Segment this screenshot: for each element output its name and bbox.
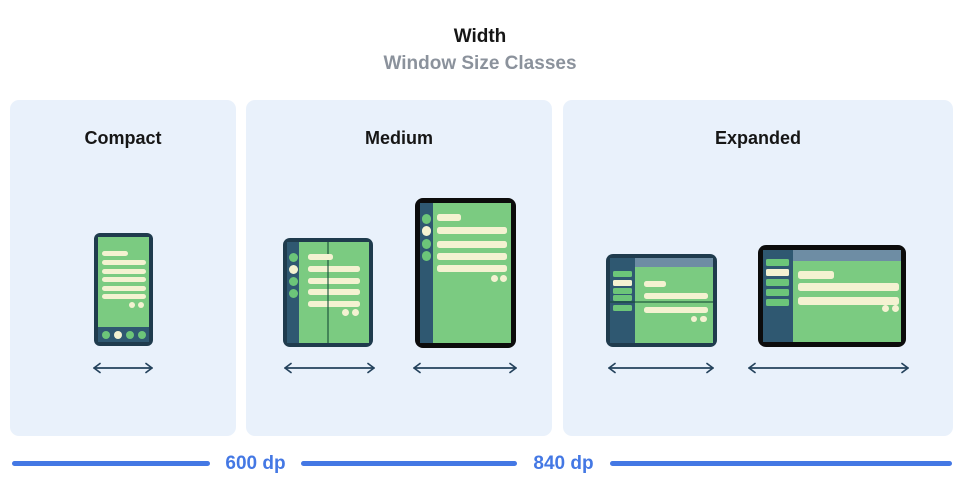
drawer-item-active [766, 269, 789, 276]
content-line [308, 277, 360, 284]
content-line [102, 294, 146, 299]
content-line [798, 297, 899, 305]
content-dot [700, 315, 707, 322]
rail-dot [421, 239, 432, 249]
content-line [308, 301, 360, 307]
drawer-item [613, 271, 632, 277]
content-line [437, 241, 507, 248]
rail-dot-active [421, 226, 432, 236]
diagram-title: Width [453, 26, 507, 47]
content-line [644, 293, 708, 299]
content-title-line [798, 271, 834, 279]
content-line [798, 283, 899, 291]
nav-dot [101, 330, 110, 339]
foldable-illustration [283, 238, 373, 347]
rail-dot [288, 252, 298, 262]
nav-dot [137, 330, 146, 339]
large-tablet-illustration [758, 245, 906, 347]
rail-dot [288, 276, 298, 286]
content-dot [342, 309, 349, 316]
drawer-item [613, 288, 632, 294]
content-dot [352, 309, 359, 316]
content-line [437, 227, 507, 234]
nav-rail [420, 203, 433, 343]
content-dot [690, 315, 697, 322]
content-title-line [308, 254, 333, 260]
content-dot [137, 302, 144, 308]
content-line [308, 289, 360, 295]
phone-illustration [94, 233, 153, 346]
drawer-item [613, 305, 632, 311]
content-title-line [437, 214, 461, 221]
tablet-illustration [415, 198, 516, 348]
drawer-item [766, 259, 789, 266]
content-dot [499, 274, 507, 282]
content-line [644, 307, 708, 313]
content-dot [490, 274, 498, 282]
rail-dot [421, 214, 432, 224]
rail-dot [288, 288, 298, 298]
rail-dot-active [288, 264, 298, 274]
panel-compact-label: Compact [84, 128, 162, 148]
scale-label-840dp: 840 dp [533, 453, 594, 474]
drawer-item [766, 299, 789, 306]
drawer-item [613, 295, 632, 301]
width-arrow-icon [93, 362, 153, 374]
content-line [308, 266, 360, 272]
width-arrow-icon [748, 362, 909, 374]
rail-dot [421, 251, 432, 261]
tablet-screen [433, 203, 511, 343]
nav-dot [125, 330, 134, 339]
content-line [437, 265, 507, 272]
diagram-subtitle: Window Size Classes [383, 53, 577, 74]
content-line [102, 277, 146, 282]
content-title-line [644, 281, 666, 287]
width-arrow-icon [608, 362, 714, 374]
content-line [102, 260, 146, 265]
content-line [437, 253, 507, 260]
drawer-item [766, 289, 789, 296]
width-arrow-icon [413, 362, 517, 374]
width-arrow-icon [284, 362, 375, 374]
fold-line [610, 301, 713, 303]
app-top-bar [635, 258, 713, 267]
drawer-item [766, 279, 789, 286]
content-line [102, 285, 146, 291]
fold-line [327, 242, 329, 343]
nav-dot-active [113, 330, 122, 339]
scale-line-segment [610, 461, 952, 466]
content-dot [128, 302, 135, 308]
content-dot [891, 305, 899, 312]
content-dot [881, 305, 889, 312]
drawer-item-active [613, 280, 632, 286]
content-line [102, 268, 146, 274]
panel-expanded-label: Expanded [714, 128, 802, 148]
app-top-bar [793, 250, 901, 261]
phone-nav-bar [98, 327, 149, 342]
scale-line-segment [301, 461, 517, 466]
scale-label-600dp: 600 dp [225, 453, 286, 474]
content-line [102, 251, 128, 256]
scale-line-segment [12, 461, 210, 466]
landscape-foldable-screen [635, 267, 713, 343]
landscape-foldable-illustration [606, 254, 717, 347]
panel-medium-label: Medium [364, 128, 433, 148]
